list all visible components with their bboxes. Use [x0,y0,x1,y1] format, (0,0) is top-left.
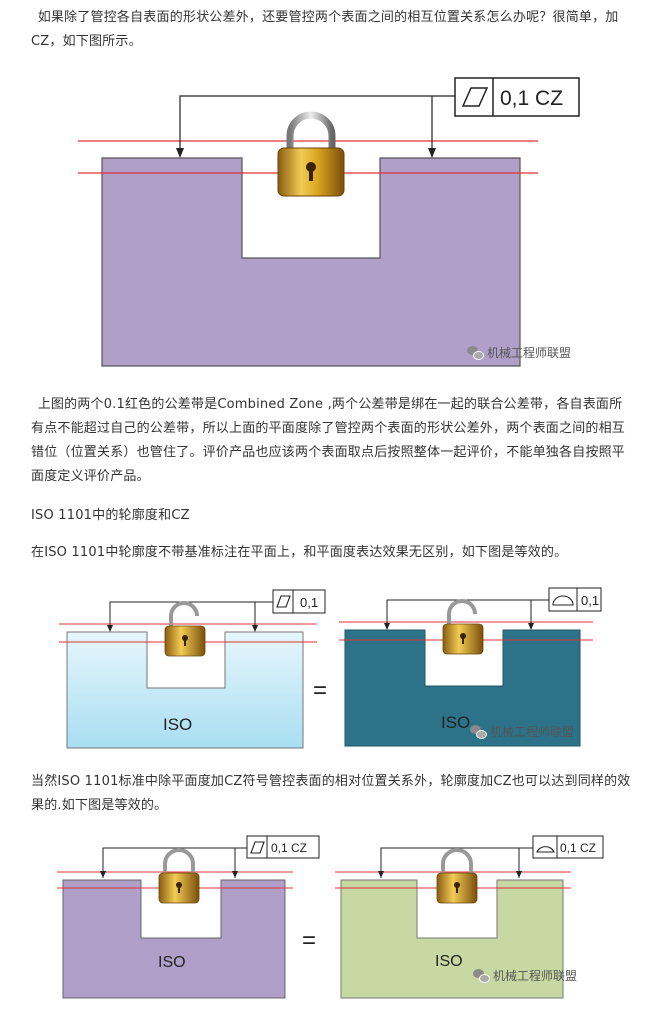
figure-cz-drawing: 0,1 CZ ISO = 0,1 CZ ISO [57,835,604,999]
padlock-icon-right [436,848,478,904]
wechat-icon [473,969,490,983]
leader-line [179,95,455,156]
wechat-icon [470,725,487,739]
watermark-3: 机械工程师联盟 [473,967,577,984]
paragraph-intro: 如果除了管控各自表面的形状公差外，还要管控两个表面之间的相互位置关系怎么办呢？很… [31,6,631,54]
tolerance-left: 0,1 [300,595,318,610]
equals-sign: = [313,677,327,704]
part-right [340,879,564,999]
flatness-icon [461,87,489,107]
watermark-1: 机械工程师联盟 [467,344,571,361]
wechat-icon [467,346,484,360]
iso-label-left: ISO [163,715,192,734]
paragraph-explanation: 上图的两个0.1红色的公差带是Combined Zone ,两个公差带是绑在一起… [31,393,631,489]
flatness-icon [276,595,291,608]
figure-combined-zone: 0,1 CZ [60,72,600,377]
surface-profile-icon [536,846,555,853]
padlock-icon-left [158,848,200,904]
watermark-2: 机械工程师联盟 [470,723,574,740]
feature-control-frame [454,77,580,117]
paragraph-explanation-text: 上图的两个0.1红色的公差带是Combined Zone ,两个公差带是绑在一起… [31,397,626,484]
figure-cz-flatness-vs-profile: 0,1 CZ ISO = 0,1 CZ ISO [55,828,635,1003]
tolerance-value: 0,1 CZ [500,87,563,110]
tolerance-right: 0,1 [581,593,599,608]
figure-flatness-vs-profile: 0,1 ISO = 0,1 ISO [55,580,635,760]
arrow-right [428,148,436,158]
surface-profile-icon [552,595,574,606]
paragraph-intro-text: 如果除了管控各自表面的形状公差外，还要管控两个表面之间的相互位置关系怎么办呢？很… [31,10,619,49]
figure-flatness-vs-profile-drawing: 0,1 ISO = 0,1 ISO [59,587,602,749]
watermark-text: 机械工程师联盟 [493,969,578,983]
section-heading: ISO 1101中的轮廓度和CZ [31,508,190,523]
equals-sign: = [302,927,316,954]
fcf-left [246,835,320,859]
iso-label-right: ISO [435,953,463,970]
padlock-icon-right [442,599,484,655]
iso-label-right: ISO [441,713,470,732]
watermark-text: 机械工程师联盟 [490,725,575,739]
iso-label-left: ISO [158,954,186,971]
part-u-shape [101,157,521,367]
tolerance-right: 0,1 CZ [560,841,596,855]
watermark-text: 机械工程师联盟 [487,346,572,360]
flatness-icon [250,841,265,854]
part-right [344,629,581,747]
paragraph-profile: 在ISO 1101中轮廓度不带基准标注在平面上，和平面度表达效果无区别，如下图是… [31,545,568,560]
arrow-left [176,148,184,158]
padlock-icon-left [164,601,206,657]
paragraph-profile-cz: 当然ISO 1101标准中除平面度加CZ符号管控表面的相对位置关系外，轮廓度加C… [31,774,631,813]
padlock-icon [277,111,345,197]
part-left [66,631,304,749]
figure-combined-zone-drawing: 0,1 CZ [78,77,580,367]
part-left [62,879,286,999]
tolerance-left: 0,1 CZ [271,841,307,855]
